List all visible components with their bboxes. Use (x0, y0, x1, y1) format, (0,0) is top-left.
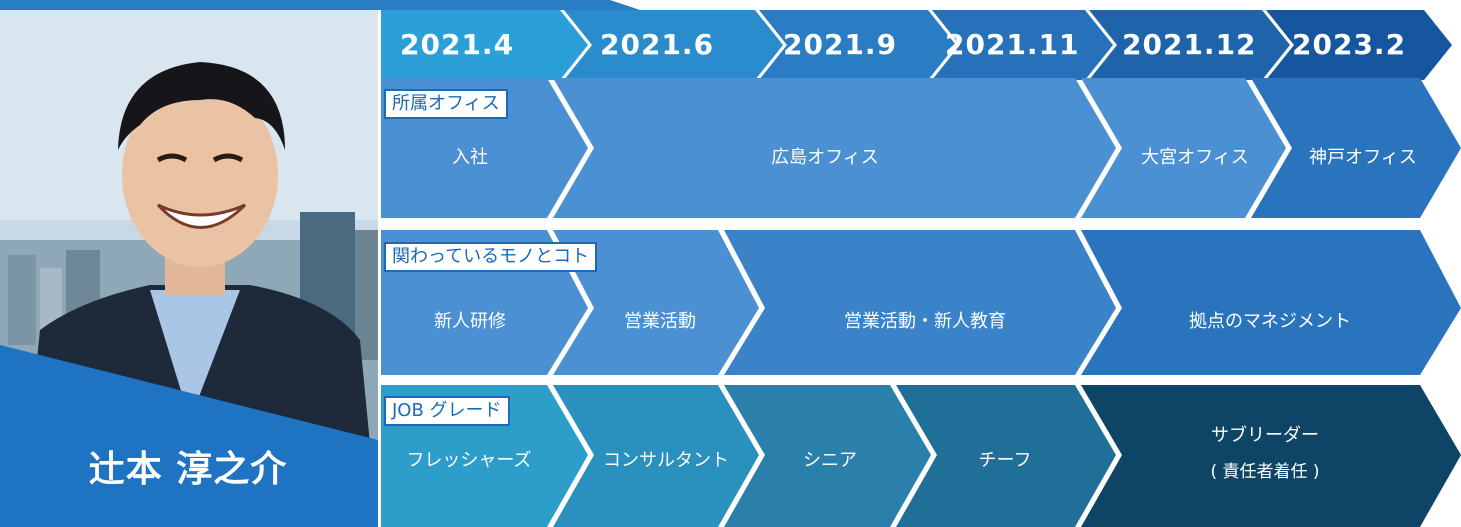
year-label: 2021.4 (400, 28, 515, 61)
work-cell: 新人研修 (434, 311, 506, 332)
office-cell: 神戸オフィス (1309, 147, 1417, 168)
year-label: 2023.2 (1292, 28, 1407, 61)
work-chevron (1081, 230, 1461, 375)
office-cell: 広島オフィス (771, 147, 879, 168)
row-label-office: 所属オフィス (384, 89, 508, 119)
row-label-work: 関わっているモノとコト (384, 242, 598, 272)
office-cell: 大宮オフィス (1141, 147, 1249, 168)
year-label: 2021.12 (1122, 28, 1257, 61)
year-label: 2021.9 (783, 28, 898, 61)
work-cell: 営業活動 (624, 311, 696, 332)
person-name: 辻本 淳之介 (88, 449, 288, 490)
grade-cell: フレッシャーズ (406, 450, 532, 471)
work-cell: 拠点のマネジメント (1189, 311, 1351, 332)
row-label-grade: JOB グレード (384, 396, 510, 426)
work-chevron (724, 230, 1116, 375)
grade-cell-note: ( 責任者着任 ) (1210, 462, 1320, 482)
year-label: 2021.6 (600, 28, 715, 61)
grade-cell: シニア (803, 450, 857, 471)
grade-chevron (1081, 385, 1461, 527)
work-cell: 営業活動・新人教育 (844, 311, 1006, 332)
office-cell: 入社 (452, 147, 488, 168)
grade-cell: チーフ (978, 450, 1032, 471)
portrait-illustration (0, 0, 378, 527)
year-label: 2021.11 (945, 28, 1080, 61)
profile-photo: 辻本 淳之介 (0, 0, 378, 527)
grade-cell: コンサルタント (603, 450, 729, 471)
grade-cell: サブリーダー (1211, 425, 1319, 446)
